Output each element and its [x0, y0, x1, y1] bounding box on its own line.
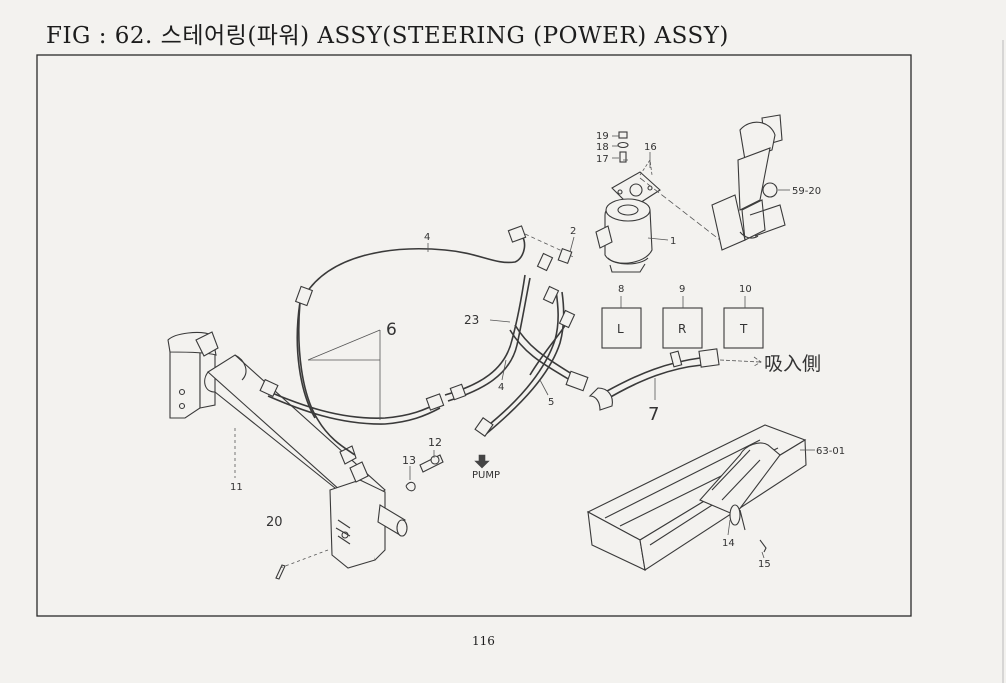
steering-cylinder: [167, 331, 408, 569]
steering-column: [639, 114, 786, 251]
callout-14: 14: [722, 538, 735, 549]
callout-7: 7: [648, 404, 659, 425]
hose-lines: [264, 233, 703, 456]
pump-arrow-icon: [474, 454, 490, 469]
suction-arrow-icon: [719, 356, 762, 367]
callout-6: 6: [386, 320, 397, 340]
callout-5: 5: [548, 397, 554, 408]
callout-1: 1: [670, 236, 676, 247]
port-box-r-label: R: [678, 322, 686, 336]
hose-fittings: [259, 225, 720, 580]
callout-18: 18: [596, 142, 609, 153]
callout-59-20: 59-20: [792, 186, 821, 197]
callout-63-01: 63-01: [816, 446, 845, 457]
callout-9: 9: [679, 284, 685, 295]
port-boxes: [601, 296, 764, 349]
callout-16: 16: [644, 142, 657, 153]
port-box-l-label: L: [617, 322, 624, 336]
callout-8: 8: [618, 284, 624, 295]
callout-4-lower: 4: [498, 382, 504, 393]
figure-title: FIG : 62. 스테어링(파워) ASSY(STEERING (POWER)…: [46, 23, 729, 49]
callout-4-upper: 4: [424, 232, 430, 243]
callout-17: 17: [596, 154, 609, 165]
callout-15: 15: [758, 559, 771, 570]
callout-2: 2: [570, 226, 576, 237]
pump-label: PUMP: [472, 470, 500, 481]
leader-lines: [234, 135, 815, 569]
page-number: 116: [472, 634, 495, 648]
callout-10: 10: [739, 284, 752, 295]
callout-13: 13: [402, 454, 416, 467]
callout-20: 20: [266, 515, 283, 530]
steering-valve: [595, 131, 661, 273]
callout-labels: 1 2 4 4 5 6 7 8 9 10 11 12 13 14 15 16 1…: [230, 131, 845, 570]
callout-12: 12: [428, 436, 442, 449]
chassis-frame: [586, 424, 807, 571]
callout-11: 11: [230, 482, 243, 493]
callout-19: 19: [596, 131, 609, 142]
diagram-frame: [36, 54, 912, 617]
handwritten-note: 吸入側: [764, 353, 821, 375]
callout-23: 23: [464, 313, 479, 327]
port-box-t-label: T: [739, 322, 748, 336]
